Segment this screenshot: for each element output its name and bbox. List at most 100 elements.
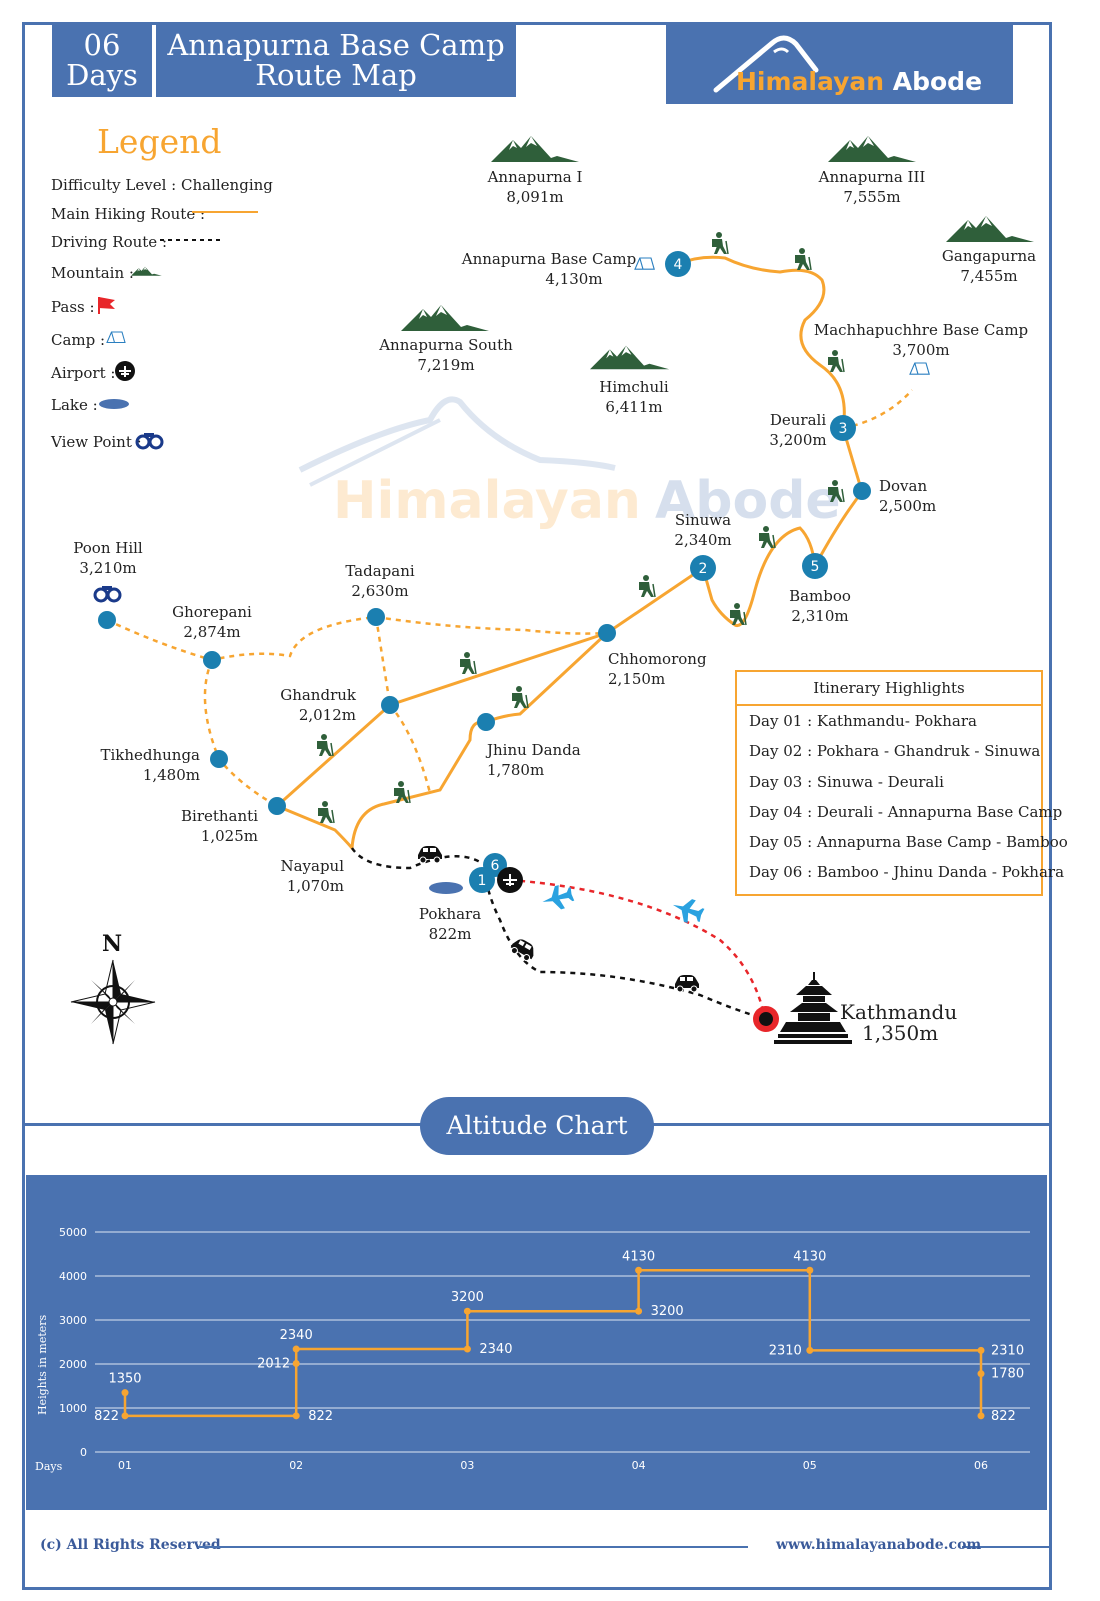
node-dovan: [853, 482, 871, 500]
label-nayapul-alt: 1,070m: [286, 877, 344, 895]
hiker-icon: [316, 733, 334, 757]
label-tadapani: Tadapani 2,630m: [345, 561, 414, 601]
brand-name-part1: Himalayan: [736, 67, 885, 96]
label-birethanti-alt: 1,025m: [200, 827, 258, 845]
label-ghandruk-alt: 2,012m: [298, 706, 356, 724]
mountain-annapurna-south-icon: [401, 305, 489, 331]
legend-airport-icon: [115, 361, 135, 381]
legend-driving-route: Driving Route :: [51, 233, 168, 251]
itinerary-day-2: Day 02 : Pokhara - Ghandruk - Sinuwa: [749, 742, 1041, 761]
hiker-icon: [794, 247, 812, 271]
mountain-annapurna-iii-icon: [828, 136, 916, 162]
label-nayapul: Nayapul 1,070m: [264, 856, 344, 896]
label-deurali-name: Deurali: [769, 411, 827, 429]
stop-2-number: 2: [699, 561, 708, 577]
hiker-icon: [317, 800, 335, 824]
label-poon-hill-alt: 3,210m: [79, 559, 137, 577]
itinerary-day-6: Day 06 : Bamboo - Jhinu Danda - Pokhara: [749, 863, 1065, 882]
node-tikhedhunga: [210, 750, 228, 768]
node-tadapani: [367, 608, 385, 626]
itinerary-title: Itinerary Highlights: [737, 672, 1041, 706]
brand-name-part2: Abode: [892, 67, 983, 96]
legend-difficulty: Difficulty Level : Challenging: [51, 176, 273, 194]
stop-3-number: 3: [839, 421, 848, 437]
flight-route: [509, 878, 767, 1020]
mountain-annapurna-i-icon: [491, 136, 579, 162]
label-chhomorong: Chhomorong 2,150m: [608, 649, 707, 689]
legend-view-point: View Point :: [51, 433, 142, 451]
pagoda-temple-icon: [774, 972, 852, 1044]
label-gangapurna-name: Gangapurna: [941, 247, 1037, 265]
legend-camp: Camp :: [51, 331, 106, 349]
label-ghandruk: Ghandruk 2,012m: [270, 685, 356, 725]
page-frame: [22, 22, 1052, 1590]
label-ghorepani: Ghorepani 2,874m: [172, 602, 252, 642]
legend-lake: Lake :: [51, 396, 98, 414]
itinerary-day-3: Day 03 : Sinuwa - Deurali: [749, 772, 944, 791]
label-annapurna-i: Annapurna I 8,091m: [488, 167, 583, 207]
itinerary-box: Itinerary Highlights Day 01 : Kathmandu-…: [735, 670, 1068, 896]
label-nayapul-name: Nayapul: [280, 857, 344, 875]
itinerary-day-5: Day 05 : Annapurna Base Camp - Bamboo: [749, 833, 1068, 852]
label-mbc-name: Machhapuchhre Base Camp: [813, 321, 1029, 339]
label-birethanti-name: Birethanti: [181, 807, 258, 825]
label-annapurna-south: Annapurna South 7,219m: [379, 335, 513, 375]
label-jhinu-danda: Jhinu Danda 1,780m: [487, 740, 581, 780]
legend-airport: Airport :: [51, 364, 116, 382]
label-poon-hill: Poon Hill 3,210m: [73, 538, 142, 578]
label-abc-alt: 4,130m: [545, 270, 603, 288]
legend-camp-icon: [106, 331, 126, 344]
label-pokhara-alt: 822m: [428, 925, 472, 943]
watermark-text-2: Abode: [655, 471, 841, 531]
watermark-text-1: Himalayan: [333, 471, 641, 531]
node-ghandruk: [381, 696, 399, 714]
hiker-icon: [459, 651, 477, 675]
legend-lake-icon: [99, 399, 129, 409]
hiker-icon: [711, 231, 729, 255]
label-annapurna-i-name: Annapurna I: [487, 168, 583, 186]
days-badge: 06 Days: [52, 22, 152, 97]
label-kathmandu-alt: 1,350m: [862, 1021, 939, 1045]
poon-hill-binoculars-icon: [93, 586, 122, 603]
route-map: Himalayan Abode: [70, 136, 1034, 1045]
brand-name: Himalayan Abode: [736, 67, 982, 96]
label-dovan-name: Dovan: [879, 477, 928, 495]
stop-4: 4: [665, 251, 691, 277]
mountain-himchuli-icon: [590, 345, 670, 370]
node-ghorepani: [203, 651, 221, 669]
label-dovan-alt: 2,500m: [879, 497, 937, 515]
website-link[interactable]: www.himalayanabode.com: [776, 1537, 982, 1553]
label-tikhedhunga-name: Tikhedhunga: [100, 746, 200, 764]
map-title-line2: Route Map: [255, 58, 417, 92]
label-mbc-alt: 3,700m: [892, 341, 950, 359]
node-poon-hill: [98, 611, 116, 629]
node-chhomorong: [598, 624, 616, 642]
label-bamboo-name: Bamboo: [789, 587, 851, 605]
abc-camp-icon: [634, 257, 655, 270]
label-ghandruk-name: Ghandruk: [280, 686, 356, 704]
legend-title: Legend: [97, 122, 222, 161]
label-bamboo: Bamboo 2,310m: [789, 586, 851, 626]
mbc-camp-icon: [909, 362, 930, 375]
label-abc-name: Annapurna Base Camp: [461, 250, 637, 268]
legend-binoculars-icon: [135, 433, 164, 450]
legend-difficulty-value: Challenging: [181, 176, 273, 194]
label-sinuwa-name: Sinuwa: [674, 511, 732, 529]
label-himchuli: Himchuli 6,411m: [599, 377, 668, 417]
plane-icon: [668, 893, 707, 927]
label-sinuwa: Sinuwa 2,340m: [674, 510, 731, 550]
label-dovan: Dovan 2,500m: [879, 476, 936, 516]
stop-4-number: 4: [674, 257, 683, 273]
label-annapurna-iii-name: Annapurna III: [818, 168, 926, 186]
label-tadapani-name: Tadapani: [345, 562, 415, 580]
label-ghorepani-name: Ghorepani: [172, 603, 252, 621]
hiker-icon: [638, 574, 656, 598]
altitude-chart-panel: [26, 1175, 1047, 1510]
node-birethanti: [268, 797, 286, 815]
days-number: 06: [83, 28, 121, 62]
hiker-icon: [511, 685, 529, 709]
label-deurali-alt: 3,200m: [769, 431, 827, 449]
stop-3: 3: [830, 415, 856, 441]
itinerary-day-4: Day 04 : Deurali - Annapurna Base Camp: [749, 802, 1063, 821]
label-sinuwa-alt: 2,340m: [674, 531, 732, 549]
